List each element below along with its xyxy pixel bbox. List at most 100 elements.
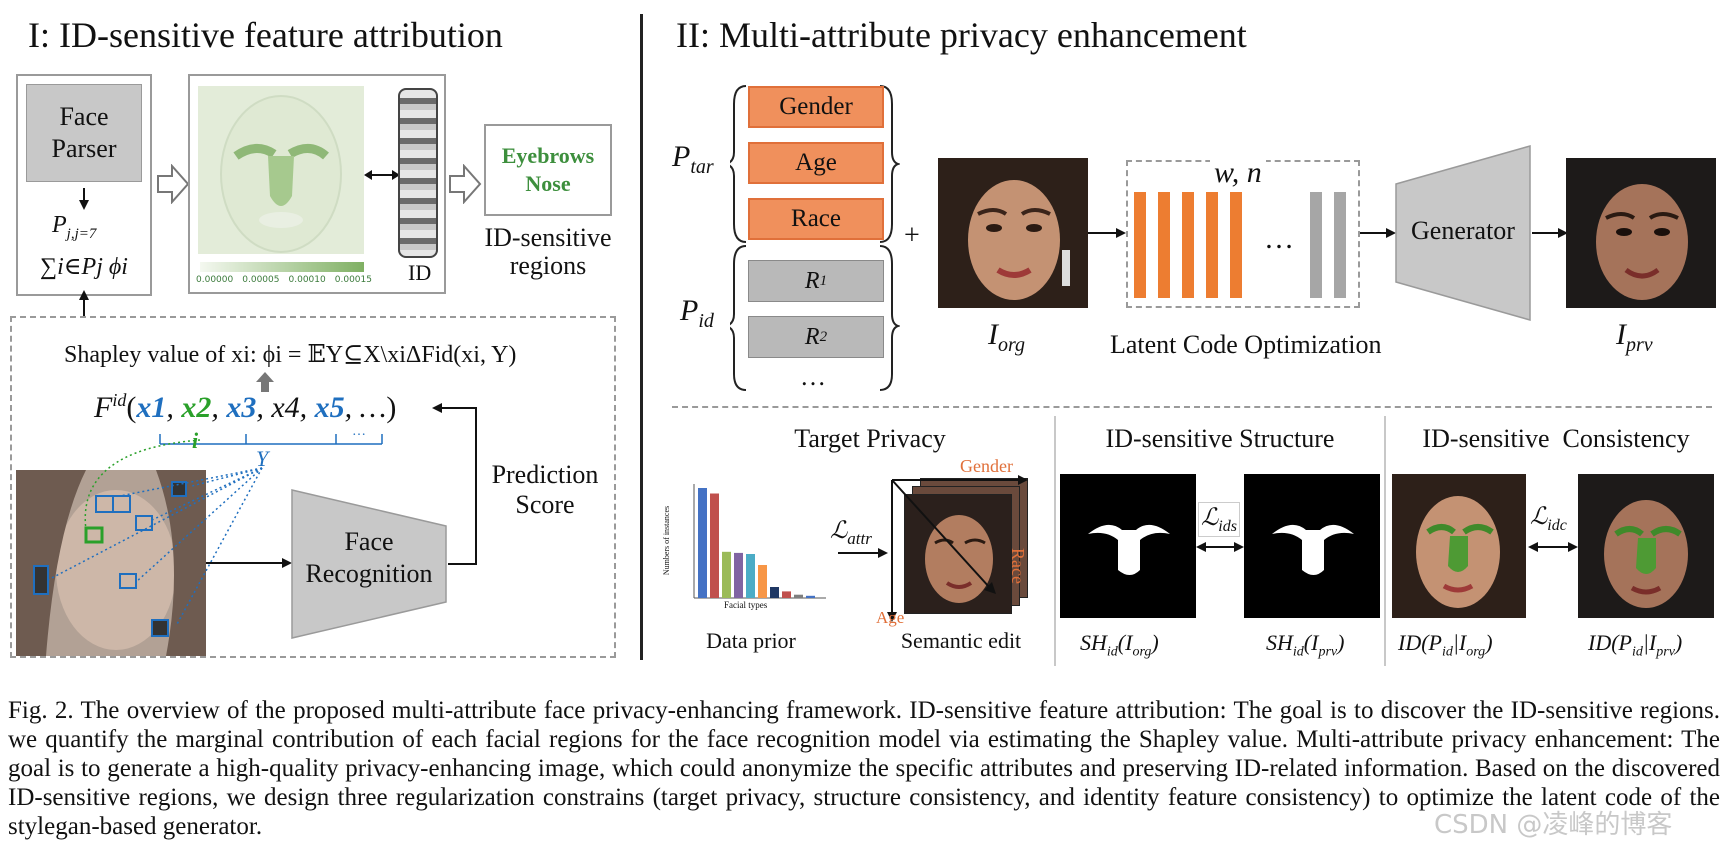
l-idc-label: ℒidc bbox=[1530, 504, 1567, 534]
l-ids-label: ℒids bbox=[1198, 502, 1240, 537]
axis-race-label: Race bbox=[1008, 548, 1028, 584]
formula-sum: ∑i∈Pj ϕi bbox=[40, 254, 128, 280]
label-Y: Y bbox=[256, 446, 269, 471]
target-privacy-title: Target Privacy bbox=[794, 424, 946, 453]
fid-sup: id bbox=[112, 390, 127, 410]
formula-p: Pj,j=7 bbox=[52, 212, 97, 242]
face-recognition-shape bbox=[291, 489, 447, 639]
axis-gender-label: Gender bbox=[960, 456, 1013, 476]
fid-arg-x4: x4 bbox=[271, 391, 300, 424]
attr-box-race: Race bbox=[748, 198, 884, 240]
i-prv-label: Iprv bbox=[1616, 318, 1653, 356]
panel-divider bbox=[640, 14, 643, 660]
axis-age-label: Age bbox=[876, 608, 905, 627]
result-region-nose: Nose bbox=[525, 171, 571, 196]
colorbar-tick: 0.00015 bbox=[334, 275, 372, 285]
attr-age: Age bbox=[795, 149, 837, 176]
p-id-label: Pid bbox=[680, 294, 714, 332]
hist-bar bbox=[794, 594, 803, 598]
sh-org-label: SHid(Iorg) bbox=[1080, 630, 1159, 660]
private-face-image bbox=[1566, 158, 1716, 308]
arrow-right-icon bbox=[206, 558, 292, 568]
face-parser-label: Face Parser bbox=[51, 102, 117, 163]
generator-label: Generator bbox=[1411, 216, 1515, 245]
arrow-right-icon bbox=[838, 548, 888, 558]
data-prior-label: Data prior bbox=[706, 628, 796, 653]
panel2-title: II: Multi-attribute privacy enhancement bbox=[676, 15, 1247, 55]
consistency-org-svg bbox=[1392, 474, 1526, 618]
latent-caption: Latent Code Optimization bbox=[1110, 330, 1382, 359]
consistency-prv-svg bbox=[1578, 474, 1714, 618]
prediction-score-label: Prediction Score bbox=[491, 460, 599, 519]
hist-bar bbox=[734, 552, 743, 598]
hist-bar bbox=[698, 488, 707, 598]
hist-bar bbox=[782, 591, 791, 598]
double-arrow-icon bbox=[364, 170, 400, 180]
colorbar bbox=[200, 262, 364, 272]
data-prior-histogram bbox=[693, 484, 826, 599]
feedback-arrow bbox=[432, 403, 477, 565]
fid-arg-x1: x1 bbox=[136, 391, 167, 424]
fid-arg-x3: x3 bbox=[226, 391, 257, 424]
face-patches-svg bbox=[16, 470, 206, 656]
org-face-svg bbox=[938, 158, 1088, 308]
result-region-eyebrows: Eyebrows bbox=[501, 143, 595, 168]
hist-bar bbox=[710, 493, 719, 598]
i-org-label: Iorg bbox=[988, 318, 1026, 356]
fid-prefix: F bbox=[94, 391, 113, 424]
shapley-text: Shapley value of xi: ϕi = 𝔼Y⊆X\xiΔFid(xi… bbox=[64, 342, 517, 368]
prv-face-svg bbox=[1566, 158, 1716, 308]
structure-mask-org bbox=[1060, 474, 1196, 618]
input-face-image bbox=[16, 470, 206, 656]
consistency-image-prv bbox=[1578, 474, 1714, 618]
hist-bar bbox=[770, 587, 779, 598]
figure-caption: Fig. 2. The overview of the proposed mul… bbox=[8, 697, 1720, 840]
region-ellipsis: … bbox=[800, 362, 826, 391]
fid-arg-x2: x2 bbox=[181, 391, 212, 424]
hollow-arrow-icon bbox=[449, 164, 482, 204]
dotted-links bbox=[47, 439, 263, 627]
hist-bar bbox=[758, 565, 767, 598]
args-ellipsis: … bbox=[352, 424, 366, 439]
result-box: Eyebrows Nose bbox=[484, 124, 612, 216]
attr-box-age: Age bbox=[748, 142, 884, 184]
saliency-face-svg bbox=[220, 95, 342, 253]
plus-sign: + bbox=[904, 220, 920, 251]
attr-gender: Gender bbox=[779, 93, 853, 120]
l-attr-label: ℒattr bbox=[830, 518, 872, 548]
id-consistency-title: ID-sensitive Consistency bbox=[1422, 424, 1690, 453]
colorbar-ticks: 0.00000 0.00005 0.00010 0.00015 bbox=[196, 275, 372, 285]
colorbar-tick: 0.00010 bbox=[288, 275, 326, 285]
double-arrow-icon bbox=[1528, 542, 1578, 552]
panel1-title: I: ID-sensitive feature attribution bbox=[28, 15, 503, 55]
face-parser-box: Face Parser bbox=[26, 84, 142, 182]
saliency-panel bbox=[188, 74, 446, 294]
colorbar-tick: 0.00005 bbox=[242, 275, 280, 285]
latent-label: w, n bbox=[1210, 156, 1266, 190]
face-recognition-label: Face Recognition bbox=[305, 527, 433, 588]
arrow-right-icon bbox=[1532, 228, 1568, 238]
original-face-image bbox=[938, 158, 1088, 308]
consistency-image-org bbox=[1392, 474, 1526, 618]
braces bbox=[730, 85, 900, 391]
hist-xlabel: Facial types bbox=[724, 600, 768, 610]
semantic-edit-label: Semantic edit bbox=[900, 628, 1022, 653]
fid-arg-x5: x5 bbox=[314, 391, 345, 424]
double-arrow-icon bbox=[1196, 542, 1244, 552]
attr-race: Race bbox=[791, 205, 841, 232]
id-org-label: ID(Pid|Iorg) bbox=[1398, 630, 1493, 660]
shapley-panel bbox=[10, 316, 616, 658]
fid-expression: Fid(x1, x2, x3, x4, x5, …) bbox=[94, 390, 397, 424]
hollow-arrow-icon bbox=[157, 164, 190, 204]
hist-bar bbox=[806, 595, 815, 598]
mask-shape-svg bbox=[1272, 524, 1354, 575]
p-tar-label: Ptar bbox=[672, 140, 714, 178]
hist-bar bbox=[746, 554, 755, 598]
watermark: CSDN @凌峰的博客 bbox=[1434, 810, 1673, 840]
arrow-right-icon bbox=[1088, 228, 1126, 238]
id-vector bbox=[398, 88, 438, 258]
attr-box-gender: Gender bbox=[748, 86, 884, 128]
fid-arg-ellipsis: … bbox=[359, 391, 387, 424]
